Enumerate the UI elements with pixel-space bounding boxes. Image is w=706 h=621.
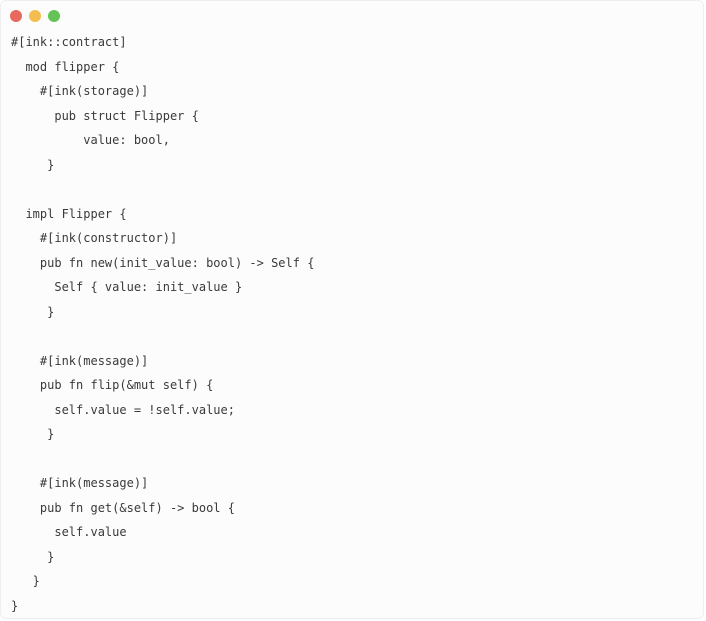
code-line	[11, 179, 314, 204]
code-line: }	[11, 574, 40, 588]
code-block: #[ink::contract] mod flipper { #[ink(sto…	[11, 32, 315, 618]
code-line: value: bool,	[11, 133, 170, 147]
code-line: impl Flipper {	[11, 206, 127, 221]
code-line: #[ink::contract]	[11, 35, 127, 49]
code-line: pub fn get(&self) -> bool {	[11, 500, 235, 515]
code-line: pub fn flip(&mut self) {	[11, 378, 214, 392]
code-line: }	[11, 304, 55, 319]
code-line: #[ink(message)]	[11, 353, 149, 368]
code-line: }	[11, 157, 55, 172]
code-line: self.value = !self.value;	[11, 402, 235, 417]
window-controls	[10, 10, 60, 22]
code-line: mod flipper {	[11, 59, 120, 74]
code-line: pub fn new(init_value: bool) -> Self {	[11, 255, 315, 270]
close-button[interactable]	[10, 10, 22, 22]
maximize-button[interactable]	[48, 10, 60, 22]
code-line: }	[11, 427, 55, 441]
code-line	[11, 449, 314, 474]
code-line	[11, 326, 314, 351]
code-line: #[ink(storage)]	[11, 84, 149, 98]
code-line: Self { value: init_value }	[11, 280, 243, 294]
code-line: }	[11, 549, 55, 564]
code-line: #[ink(message)]	[11, 476, 149, 490]
code-line: }	[11, 598, 19, 613]
code-line: #[ink(constructor)]	[11, 231, 178, 245]
minimize-button[interactable]	[29, 10, 41, 22]
code-line: pub struct Flipper {	[11, 108, 199, 123]
code-line: self.value	[11, 525, 127, 539]
